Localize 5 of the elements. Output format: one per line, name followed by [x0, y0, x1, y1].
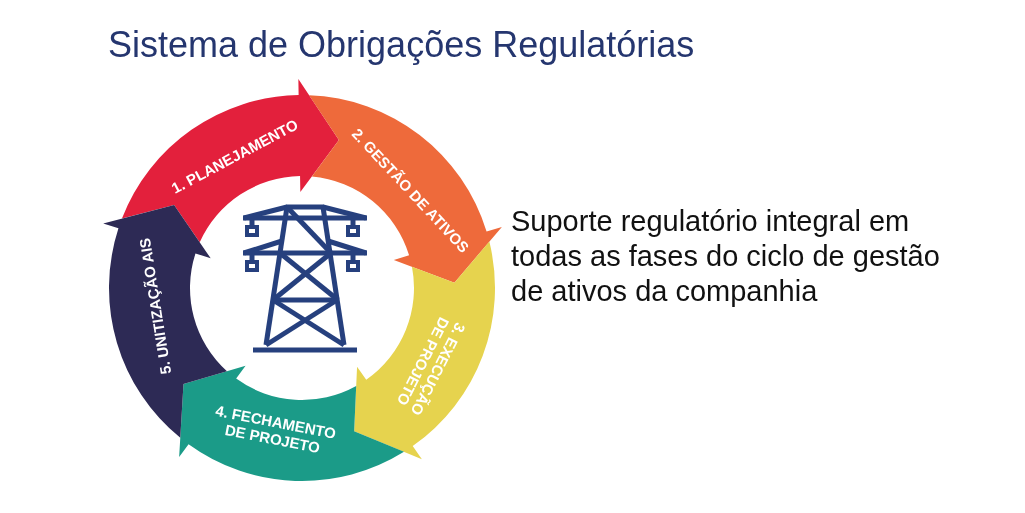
- diagram-title: Sistema de Obrigações Regulatórias: [108, 25, 695, 65]
- curved-arrow-segment: [309, 95, 502, 283]
- curved-arrow-segment: [103, 204, 227, 438]
- description-text: Suporte regulatório integral em todas as fases do ciclo de gestão de ativos da companhia: [511, 204, 941, 309]
- step-label: 5. UNITIZAÇÃO AIS: [137, 236, 176, 376]
